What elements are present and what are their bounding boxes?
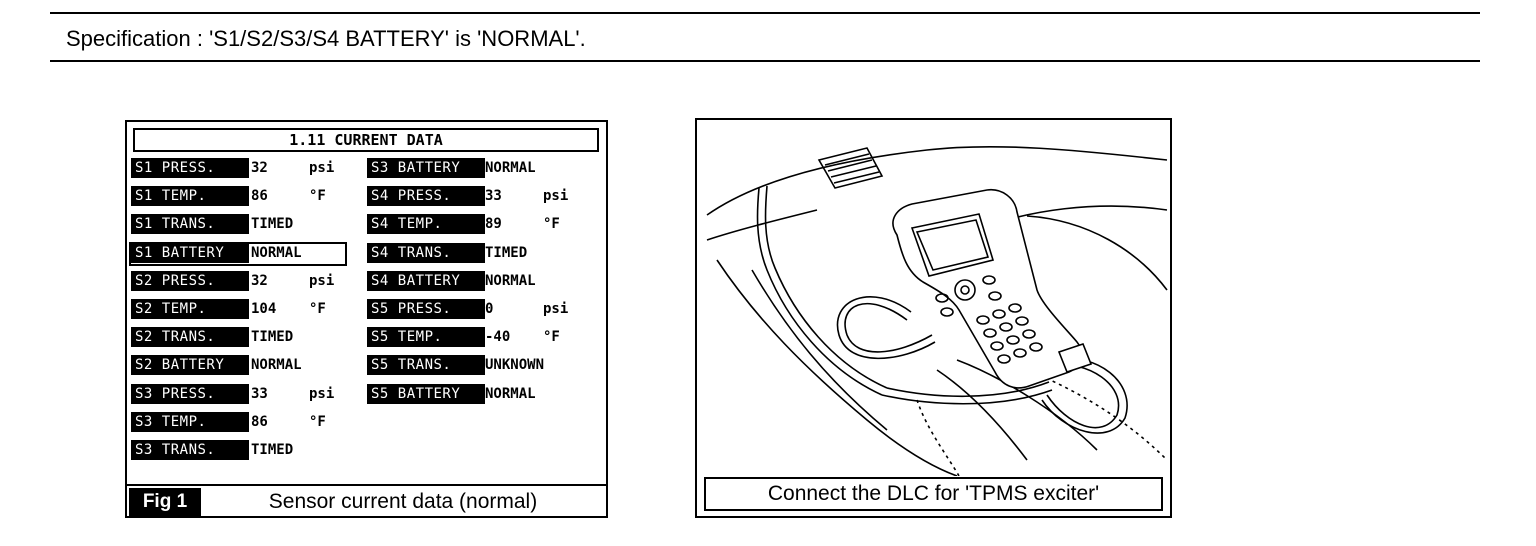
sensor-label: S5 TEMP. <box>367 327 485 348</box>
sensor-label: S3 PRESS. <box>131 383 249 404</box>
sensor-label: S4 TRANS. <box>367 242 485 263</box>
sensor-row: S3 TRANS.TIMED <box>127 440 607 460</box>
sensor-label: S4 BATTERY <box>367 270 485 291</box>
sensor-value: 0 <box>485 301 494 317</box>
sensor-value: UNKNOWN <box>485 357 545 374</box>
sensor-value: NORMAL <box>251 357 302 374</box>
sensor-label: S3 TRANS. <box>131 440 249 460</box>
sensor-value: -40 <box>485 329 511 346</box>
sensor-row: S1 PRESS.32 psi <box>127 158 607 178</box>
sensor-label: S2 PRESS. <box>131 270 249 291</box>
figure-1-caption: Fig 1 Sensor current data (normal) <box>127 484 606 516</box>
sensor-value: 86 <box>251 188 268 205</box>
sensor-row: S3 PRESS.33 psi <box>127 383 607 404</box>
sensor-value: NORMAL <box>251 244 302 261</box>
sensor-value: NORMAL <box>485 160 536 176</box>
sensor-unit: psi <box>543 188 569 205</box>
sensor-unit: °F <box>309 301 326 317</box>
sensor-label: S4 TEMP. <box>367 214 485 235</box>
sensor-unit: °F <box>543 216 560 233</box>
tpms-exciter-illustration <box>706 145 1168 476</box>
sensor-value: TIMED <box>251 216 294 233</box>
sensor-unit: psi <box>543 301 569 317</box>
sensor-value: 33 <box>485 188 502 205</box>
sensor-value: 86 <box>251 413 268 430</box>
sensor-unit: °F <box>309 413 326 430</box>
sensor-unit: °F <box>543 329 560 346</box>
fig-tag: Fig 1 <box>129 488 201 516</box>
sensor-row: S2 TRANS.TIMED <box>127 327 607 348</box>
sensor-label: S5 BATTERY <box>367 383 485 404</box>
sensor-value: 104 <box>251 301 277 317</box>
sensor-row: S5 TEMP.-40 °F <box>127 327 607 348</box>
sensor-label: S5 PRESS. <box>367 299 485 319</box>
sensor-row: S4 TEMP.89 °F <box>127 214 607 235</box>
sensor-label: S3 TEMP. <box>131 411 249 432</box>
sensor-label: S1 TRANS. <box>131 214 249 235</box>
sensor-label: S1 BATTERY <box>131 242 249 263</box>
bottom-rule <box>50 60 1480 62</box>
sensor-unit: psi <box>309 160 335 176</box>
sensor-unit: °F <box>309 188 326 205</box>
highlight-box <box>129 242 347 266</box>
screen-title: 1.11 CURRENT DATA <box>133 128 599 152</box>
sensor-row: S1 TEMP.86 °F <box>127 186 607 207</box>
sensor-label: S5 TRANS. <box>367 355 485 376</box>
sensor-value: NORMAL <box>485 272 536 289</box>
sensor-value: 32 <box>251 160 268 176</box>
sensor-value: NORMAL <box>485 385 536 402</box>
sensor-row: S4 TRANS.TIMED <box>127 242 607 263</box>
sensor-row: S2 PRESS.32 psi <box>127 270 607 291</box>
sensor-label: S2 TRANS. <box>131 327 249 348</box>
sensor-row: S5 PRESS.0 psi <box>127 299 607 319</box>
sensor-row: S5 TRANS.UNKNOWN <box>127 355 607 376</box>
sensor-label: S3 BATTERY <box>367 158 485 178</box>
sensor-unit: psi <box>309 385 335 402</box>
sensor-row: S4 PRESS.33 psi <box>127 186 607 207</box>
top-rule <box>50 12 1480 14</box>
sensor-label: S1 PRESS. <box>131 158 249 178</box>
sensor-label: S1 TEMP. <box>131 186 249 207</box>
figure-2-caption: Connect the DLC for 'TPMS exciter' <box>704 477 1163 511</box>
sensor-value: TIMED <box>251 329 294 346</box>
sensor-row: S2 TEMP.104 °F <box>127 299 607 319</box>
sensor-value: 89 <box>485 216 502 233</box>
sensor-value: 33 <box>251 385 268 402</box>
specification-text: Specification : 'S1/S2/S3/S4 BATTERY' is… <box>66 26 586 51</box>
sensor-row: S1 TRANS.TIMED <box>127 214 607 235</box>
caption-text: Sensor current data (normal) <box>268 490 538 513</box>
figure-2-dlc-connection: Connect the DLC for 'TPMS exciter' <box>695 118 1172 518</box>
sensor-unit: psi <box>309 272 335 289</box>
sensor-value: TIMED <box>485 244 528 261</box>
sensor-row: S3 TEMP.86 °F <box>127 411 607 432</box>
sensor-value: 32 <box>251 272 268 289</box>
sensor-label: S2 TEMP. <box>131 299 249 319</box>
sensor-value: TIMED <box>251 442 294 458</box>
sensor-label: S2 BATTERY <box>131 355 249 376</box>
sensor-label: S4 PRESS. <box>367 186 485 207</box>
